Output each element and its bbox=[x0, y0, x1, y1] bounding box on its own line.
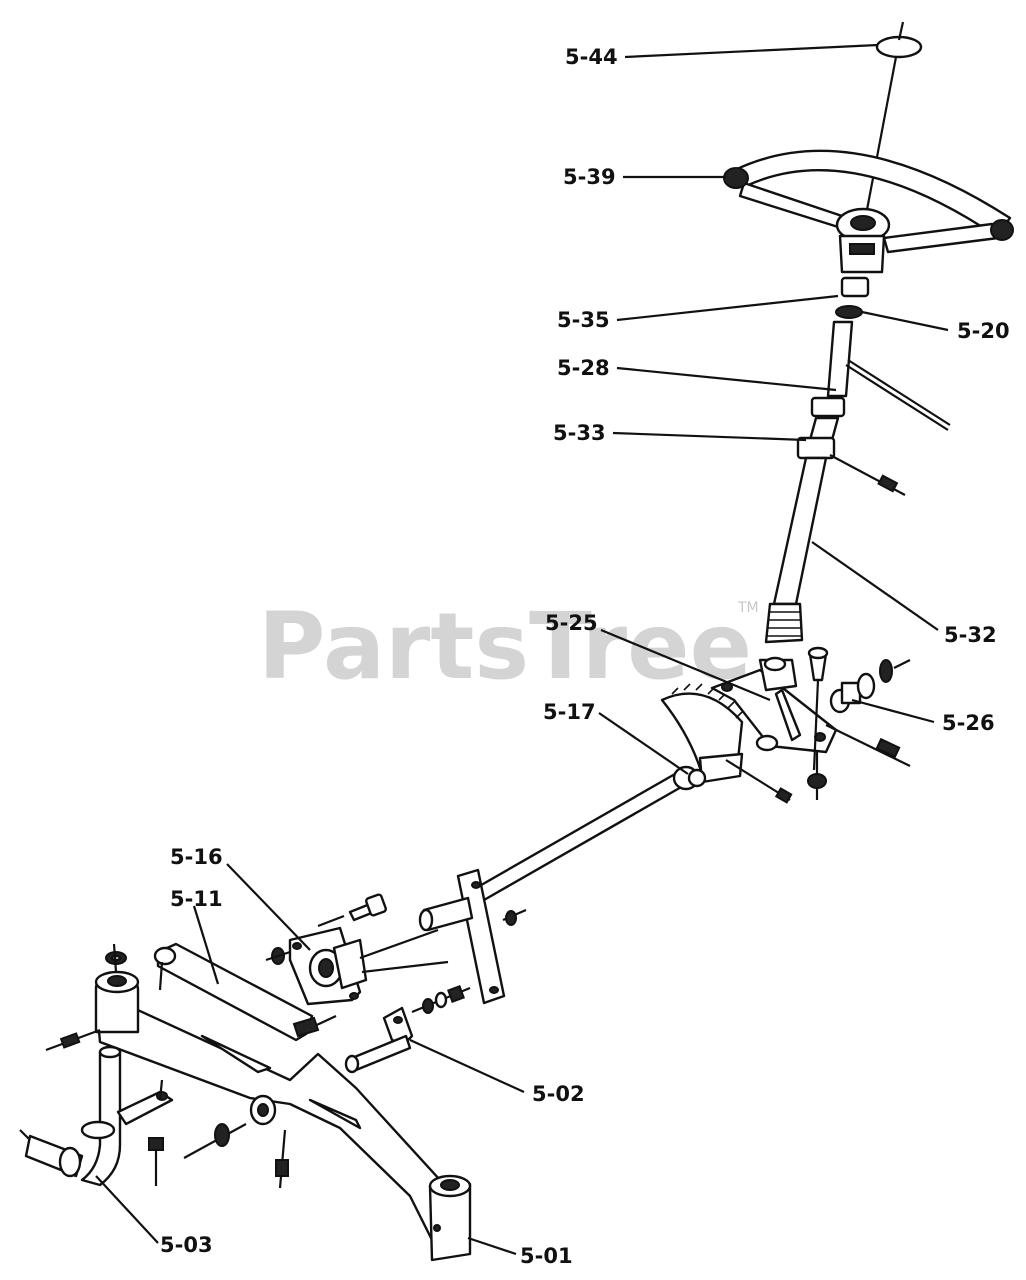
roll-pin[interactable] bbox=[845, 359, 951, 431]
label-5-16: 5-16 bbox=[170, 845, 223, 869]
label-5-20: 5-20 bbox=[957, 319, 1010, 343]
label-5-01: 5-01 bbox=[520, 1244, 573, 1268]
label-5-26: 5-26 bbox=[942, 711, 995, 735]
e-ring-clip[interactable] bbox=[105, 943, 127, 973]
bearing-nut[interactable] bbox=[265, 947, 291, 965]
flange-bearing[interactable] bbox=[288, 926, 449, 1006]
front-axle[interactable] bbox=[94, 970, 472, 1262]
steering-arm[interactable] bbox=[153, 942, 337, 1042]
spindle-pin[interactable] bbox=[148, 1137, 164, 1186]
steering-wheel-cap[interactable] bbox=[875, 21, 923, 59]
axle-link-pin[interactable] bbox=[158, 961, 164, 991]
label-5-25: 5-25 bbox=[545, 611, 598, 635]
steering-wheel[interactable] bbox=[723, 149, 1014, 274]
label-5-28: 5-28 bbox=[557, 356, 610, 380]
axle-washer[interactable] bbox=[183, 1123, 247, 1159]
spacer-bushing[interactable] bbox=[829, 681, 862, 714]
part-labels: 5-44 5-39 5-35 5-20 5-28 5-33 5-32 5-25 … bbox=[160, 45, 1010, 1268]
spindle-arm[interactable] bbox=[116, 1079, 174, 1126]
axle-bracket[interactable] bbox=[344, 1006, 414, 1074]
axle-hardware[interactable] bbox=[411, 985, 471, 1014]
set-screw-upper[interactable] bbox=[829, 454, 906, 496]
label-5-44: 5-44 bbox=[565, 45, 618, 69]
lower-bolt[interactable] bbox=[825, 724, 911, 767]
axle-pivot-bolt[interactable] bbox=[275, 1129, 289, 1189]
watermark-text: PartsTree bbox=[258, 593, 752, 700]
watermark: PartsTree TM bbox=[258, 593, 759, 700]
label-5-17: 5-17 bbox=[543, 700, 596, 724]
label-5-39: 5-39 bbox=[563, 165, 616, 189]
label-5-35: 5-35 bbox=[557, 308, 610, 332]
hex-nut[interactable] bbox=[807, 752, 827, 800]
label-5-02: 5-02 bbox=[532, 1082, 585, 1106]
drag-link[interactable] bbox=[474, 765, 707, 902]
watermark-trademark: TM bbox=[737, 600, 759, 616]
pivot-bolt[interactable] bbox=[807, 646, 829, 771]
carriage-bolt[interactable] bbox=[317, 893, 387, 928]
mounting-plate[interactable] bbox=[418, 868, 527, 1005]
spindle[interactable] bbox=[19, 1045, 122, 1187]
leader-lines bbox=[95, 43, 949, 1256]
steering-sector-gear[interactable] bbox=[660, 683, 744, 784]
grease-fitting[interactable] bbox=[45, 1028, 101, 1052]
washers[interactable] bbox=[856, 659, 911, 700]
label-5-03: 5-03 bbox=[160, 1233, 213, 1257]
label-5-33: 5-33 bbox=[553, 421, 606, 445]
steering-shaft[interactable] bbox=[764, 456, 828, 644]
cap-center-line bbox=[864, 56, 898, 216]
bracket-bolt[interactable] bbox=[725, 759, 793, 804]
steering-shaft-upper[interactable] bbox=[796, 276, 870, 460]
label-5-32: 5-32 bbox=[944, 623, 997, 647]
label-5-11: 5-11 bbox=[170, 887, 223, 911]
